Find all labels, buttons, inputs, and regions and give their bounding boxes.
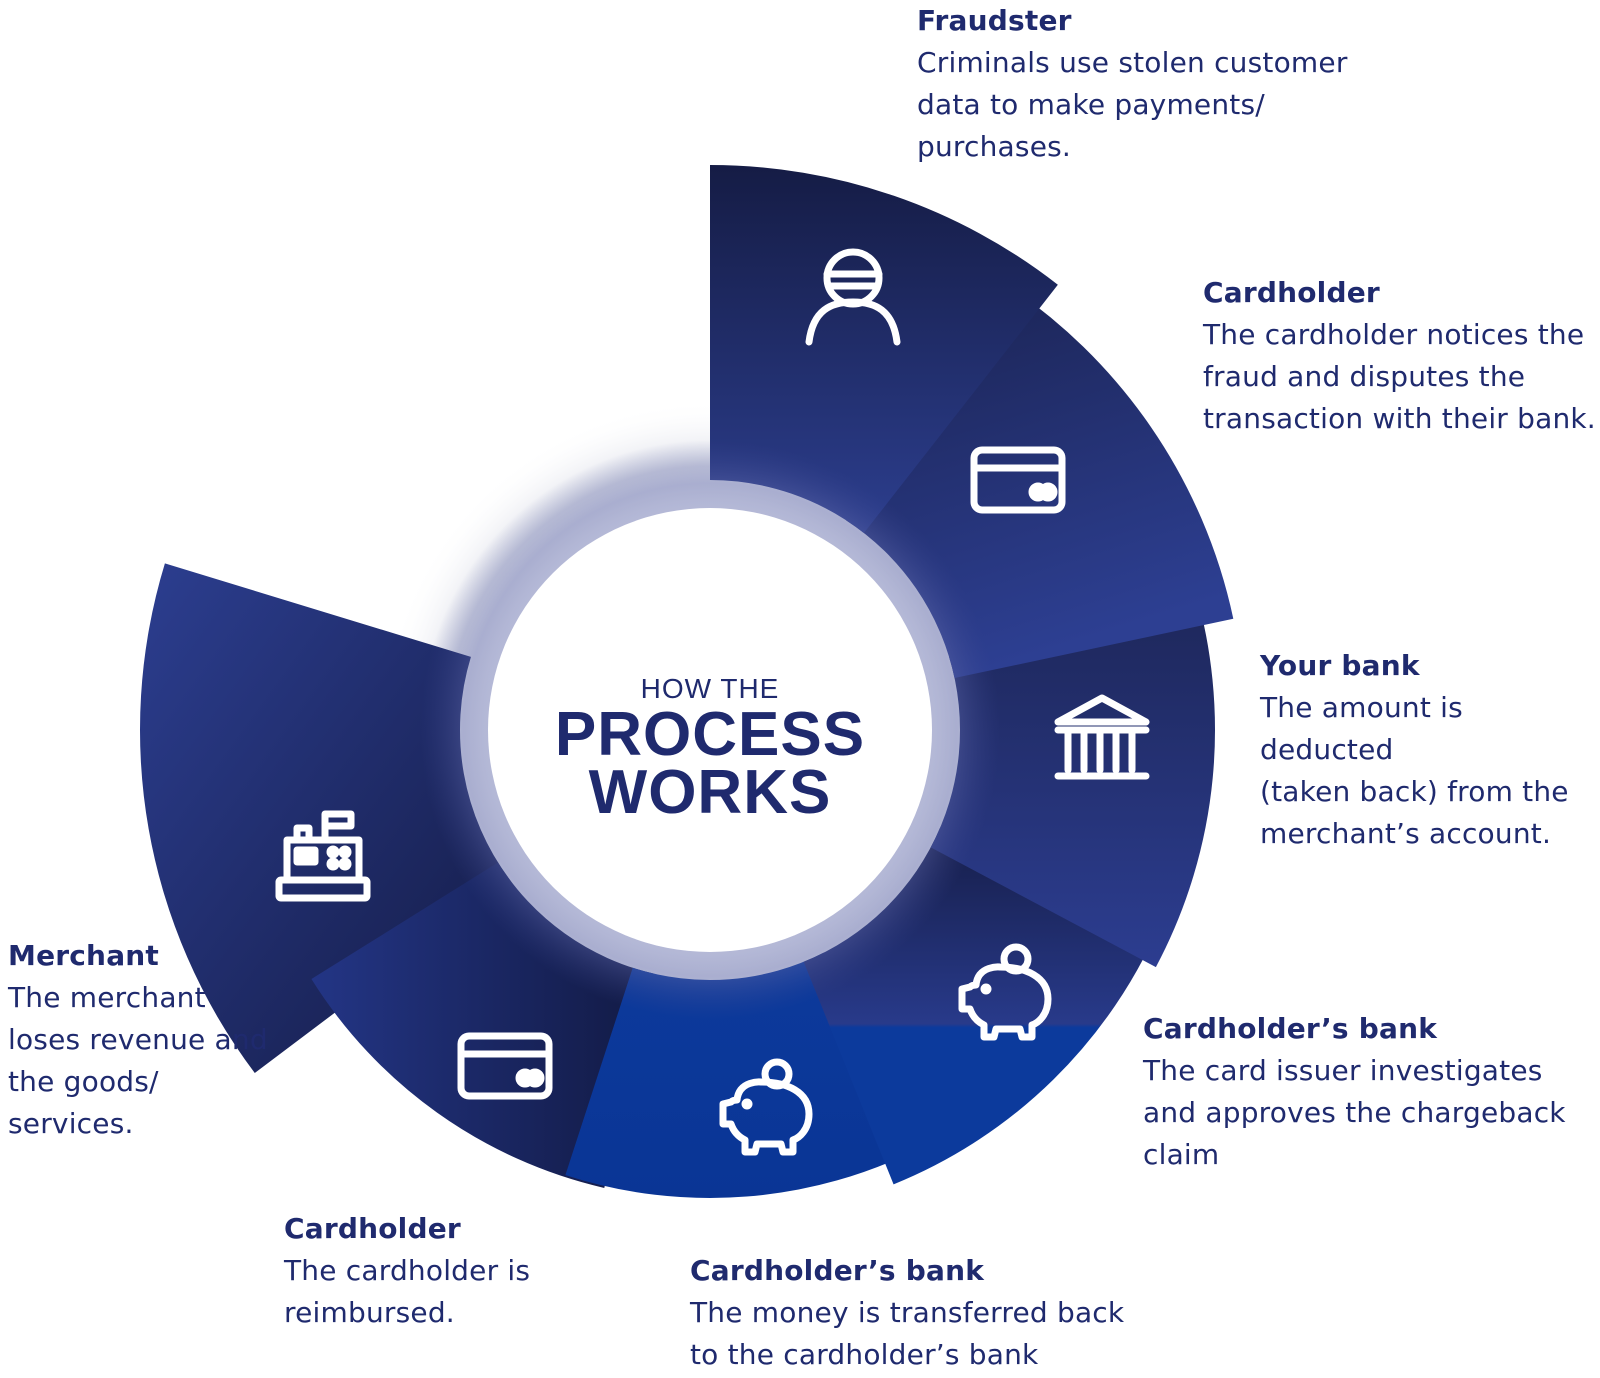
step-fraudster: Fraudster Criminals use stolen customer … [917,0,1348,168]
step-title: Your bank [1260,649,1420,682]
step-description: The merchant loses revenue and the goods… [8,981,268,1140]
step-title: Merchant [8,939,160,972]
step-description: The card issuer investigates and approve… [1143,1054,1566,1171]
center-line-3: WORKS [588,758,832,827]
step-merchant: Merchant The merchant loses revenue and … [8,935,268,1145]
cash-register-icon [275,810,371,902]
credit-card-icon [970,446,1066,514]
piggy-bank-icon [958,943,1052,1041]
credit-card-icon [457,1032,553,1100]
step-description: Criminals use stolen customer data to ma… [917,46,1348,163]
bank-icon [1054,694,1150,780]
step-description: The cardholder is reimbursed. [284,1254,531,1329]
step-description: The cardholder notices the fraud and dis… [1203,318,1596,435]
step-cardholder-dispute: Cardholder The cardholder notices the fr… [1203,272,1596,440]
step-description: The amount is deducted (taken back) from… [1260,691,1569,850]
step-cardholders-bank-investigates: Cardholder’s bank The card issuer invest… [1143,1008,1566,1176]
step-title: Cardholder’s bank [690,1254,985,1287]
segment-1 [710,165,1058,533]
center-title: HOW THE PROCESS WORKS [510,672,910,827]
step-description: The money is transferred back to the car… [690,1296,1125,1371]
fraudster-icon [805,248,901,346]
icons [275,248,1150,1156]
center-disc [488,508,932,952]
step-title: Fraudster [917,4,1072,37]
piggy-bank-icon [719,1058,813,1156]
step-cardholders-bank-transfer: Cardholder’s bank The money is transferr… [690,1250,1124,1376]
step-title: Cardholder [1203,276,1380,309]
center-line-1: HOW THE [640,673,780,704]
center-line-2: PROCESS [554,700,866,769]
step-title: Cardholder [284,1212,461,1245]
step-cardholder-reimbursed: Cardholder The cardholder is reimbursed. [284,1208,530,1334]
step-title: Cardholder’s bank [1143,1012,1438,1045]
step-your-bank: Your bank The amount is deducted (taken … [1260,645,1600,855]
